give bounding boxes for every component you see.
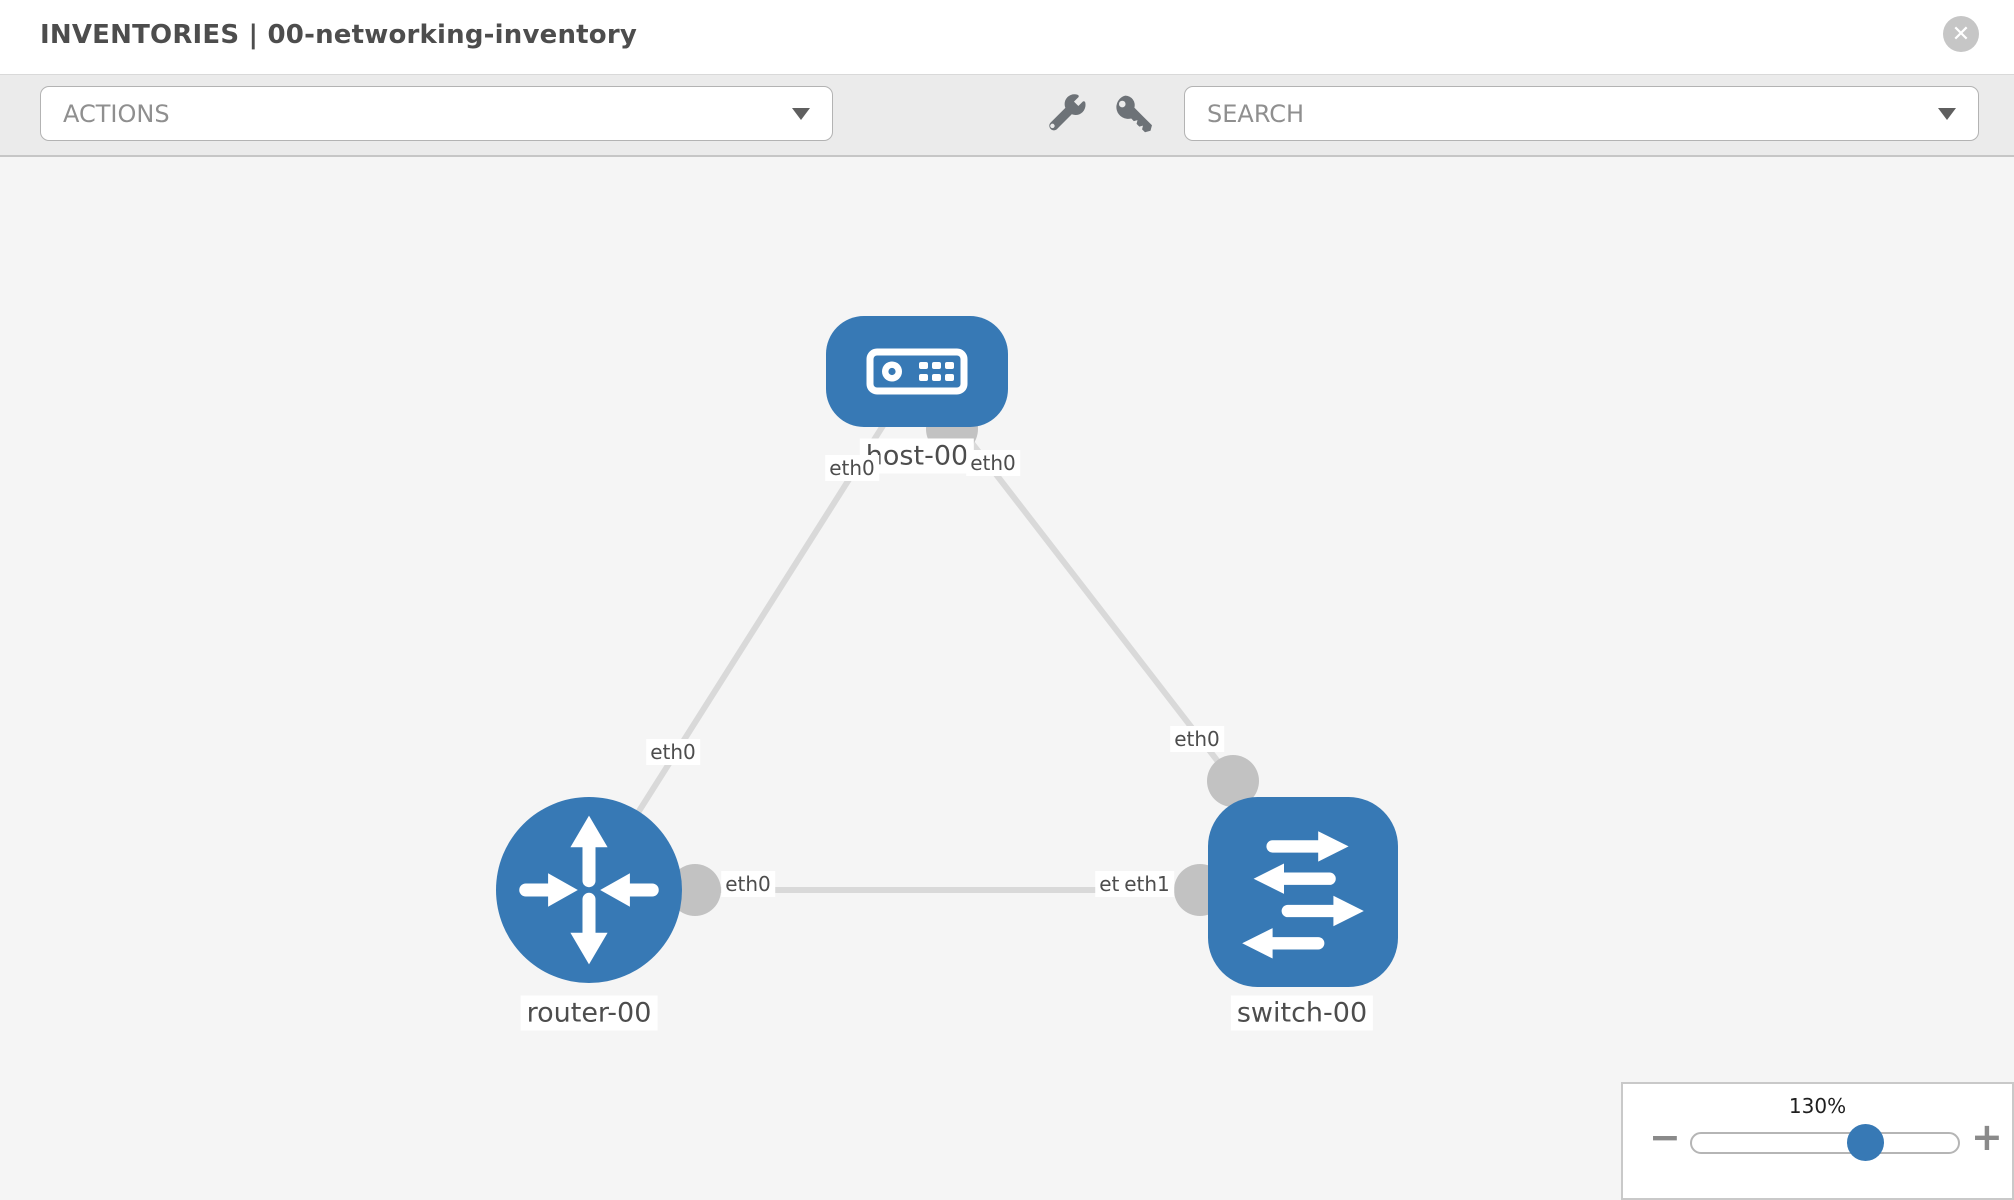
if-label-host-to-switch: eth0 <box>966 450 1020 476</box>
if-label-router-to-host: eth0 <box>646 739 700 765</box>
zoom-panel: 130% − + <box>1621 1082 2014 1200</box>
search-dropdown[interactable]: SEARCH <box>1184 86 1979 141</box>
node-router-00[interactable] <box>496 797 682 983</box>
node-switch-00[interactable] <box>1208 797 1398 987</box>
toolbar: ACTIONS SEARCH <box>0 75 2014 157</box>
router-icon <box>519 815 659 965</box>
switch-node-shape <box>1208 797 1398 987</box>
zoom-slider-track[interactable] <box>1690 1132 1960 1154</box>
if-label-router-to-switch: eth0 <box>721 871 775 897</box>
actions-dropdown[interactable]: ACTIONS <box>40 86 833 141</box>
node-label-host[interactable]: host-00 <box>859 438 975 474</box>
host-node-shape <box>826 316 1008 427</box>
host-icon <box>866 348 968 395</box>
actions-dropdown-label: ACTIONS <box>63 99 170 128</box>
if-label-switch-to-router: eth1 <box>1120 871 1174 897</box>
header: INVENTORIES | 00-networking-inventory ✕ <box>0 0 2014 75</box>
if-label-host-to-router: eth0 <box>825 455 879 481</box>
key-icon[interactable] <box>1112 91 1156 135</box>
zoom-out-button[interactable]: − <box>1649 1115 1681 1159</box>
chevron-down-icon <box>1938 107 1956 120</box>
topology-canvas[interactable]: host-00 router-00 switch-00 eth0 eth0 et… <box>0 157 2014 1200</box>
chevron-down-icon <box>792 107 810 120</box>
close-icon[interactable]: ✕ <box>1943 16 1979 52</box>
search-dropdown-label: SEARCH <box>1207 99 1305 128</box>
page-title: INVENTORIES | 00-networking-inventory <box>40 20 638 50</box>
switch-icon <box>1242 831 1364 959</box>
connector-switch-topleft[interactable] <box>1207 755 1259 807</box>
wrench-icon[interactable] <box>1045 91 1089 135</box>
connector-router-right[interactable] <box>669 864 721 916</box>
zoom-in-button[interactable]: + <box>1971 1115 2003 1159</box>
node-host-00[interactable] <box>826 316 1008 427</box>
node-label-router[interactable]: router-00 <box>520 995 658 1031</box>
links-layer <box>586 370 1259 916</box>
zoom-level-value: 130% <box>1788 1094 1847 1118</box>
node-label-switch[interactable]: switch-00 <box>1230 995 1374 1031</box>
router-node-shape <box>496 797 682 983</box>
zoom-slider-handle[interactable] <box>1847 1124 1884 1161</box>
if-label-switch-to-host: eth0 <box>1170 726 1224 752</box>
